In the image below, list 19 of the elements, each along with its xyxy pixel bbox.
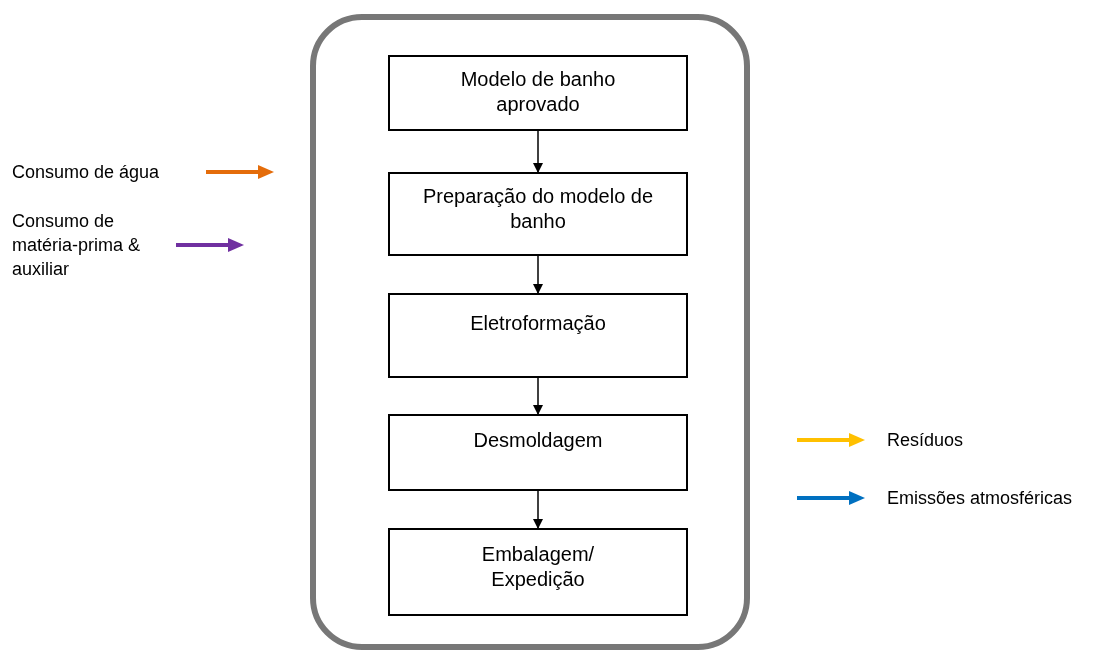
process-box: [388, 528, 688, 616]
process-box: [388, 55, 688, 131]
step-label: Preparação do modelo de banho: [421, 184, 655, 234]
step-label: Modelo de banho aprovado: [459, 67, 617, 117]
legend-label: Emissões atmosféricas: [887, 487, 1074, 510]
legend-label: Consumo de matéria-prima & auxiliar: [12, 210, 142, 281]
legend-label: Resíduos: [887, 429, 965, 452]
legend-label: Consumo de água: [12, 161, 161, 184]
process-box: [388, 414, 688, 491]
process-box: [388, 172, 688, 256]
process-box: [388, 293, 688, 378]
step-label: Embalagem/ Expedição: [480, 542, 596, 592]
step-label: Desmoldagem: [473, 428, 603, 453]
arrow: [533, 490, 543, 529]
rounded-frame: [310, 14, 750, 650]
step-label: Eletroformação: [470, 311, 606, 336]
arrow: [533, 130, 543, 173]
arrow: [533, 377, 543, 415]
arrow: [533, 255, 543, 294]
